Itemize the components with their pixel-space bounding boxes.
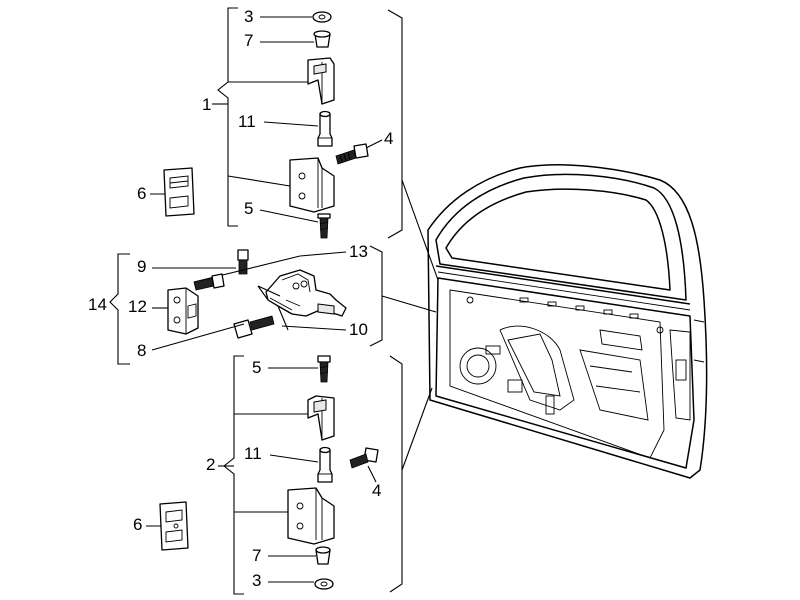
washer-part-3-bottom <box>314 578 334 590</box>
bushing-part-7-bottom <box>315 546 331 565</box>
label-7-top: 7 <box>244 31 253 50</box>
bolt-near-check-strap <box>193 273 225 291</box>
label-4-bottom: 4 <box>372 481 381 500</box>
label-3-top: 3 <box>244 7 253 26</box>
hinge-body-bottom <box>287 487 335 545</box>
label-2: 2 <box>206 455 215 474</box>
washer-part-3-top <box>312 11 332 23</box>
leader-lines-to-door <box>381 179 439 471</box>
car-door <box>427 164 708 479</box>
label-13: 13 <box>349 242 368 261</box>
label-10: 10 <box>349 320 368 339</box>
bottom-group-bracket <box>223 355 403 595</box>
backing-plate-6-bottom <box>159 501 189 551</box>
screw-part-5-top <box>317 213 331 239</box>
door-check-strap <box>265 269 347 317</box>
label-9: 9 <box>137 257 146 276</box>
top-group-bracket <box>217 7 403 239</box>
label-14: 14 <box>88 295 107 314</box>
label-7-bottom: 7 <box>252 546 261 565</box>
bolt-part-10 <box>233 315 275 339</box>
bushing-part-7-top <box>313 30 331 48</box>
label-3-bottom: 3 <box>252 571 261 590</box>
label-12: 12 <box>128 297 147 316</box>
hinge-body-top <box>289 157 335 213</box>
label-1: 1 <box>202 95 211 114</box>
pin-part-11-bottom <box>317 446 333 483</box>
hinge-upper-leaf-bottom <box>307 395 335 441</box>
label-6-top: 6 <box>137 184 146 203</box>
label-5-top: 5 <box>244 199 253 218</box>
pin-part-11-top <box>317 110 333 147</box>
check-bracket-12 <box>167 287 199 335</box>
label-8: 8 <box>137 341 146 360</box>
bolt-part-4-top <box>335 143 369 165</box>
backing-plate-6-top <box>163 167 195 217</box>
label-6-bottom: 6 <box>133 515 142 534</box>
label-5-bottom: 5 <box>252 358 261 377</box>
screw-part-5-bottom <box>317 355 331 383</box>
label-11-top: 11 <box>238 112 256 131</box>
label-11-bottom: 11 <box>244 444 262 463</box>
label-4-top: 4 <box>384 129 393 148</box>
bolt-part-4-bottom <box>349 447 379 469</box>
hinge-upper-leaf-top <box>307 57 335 105</box>
